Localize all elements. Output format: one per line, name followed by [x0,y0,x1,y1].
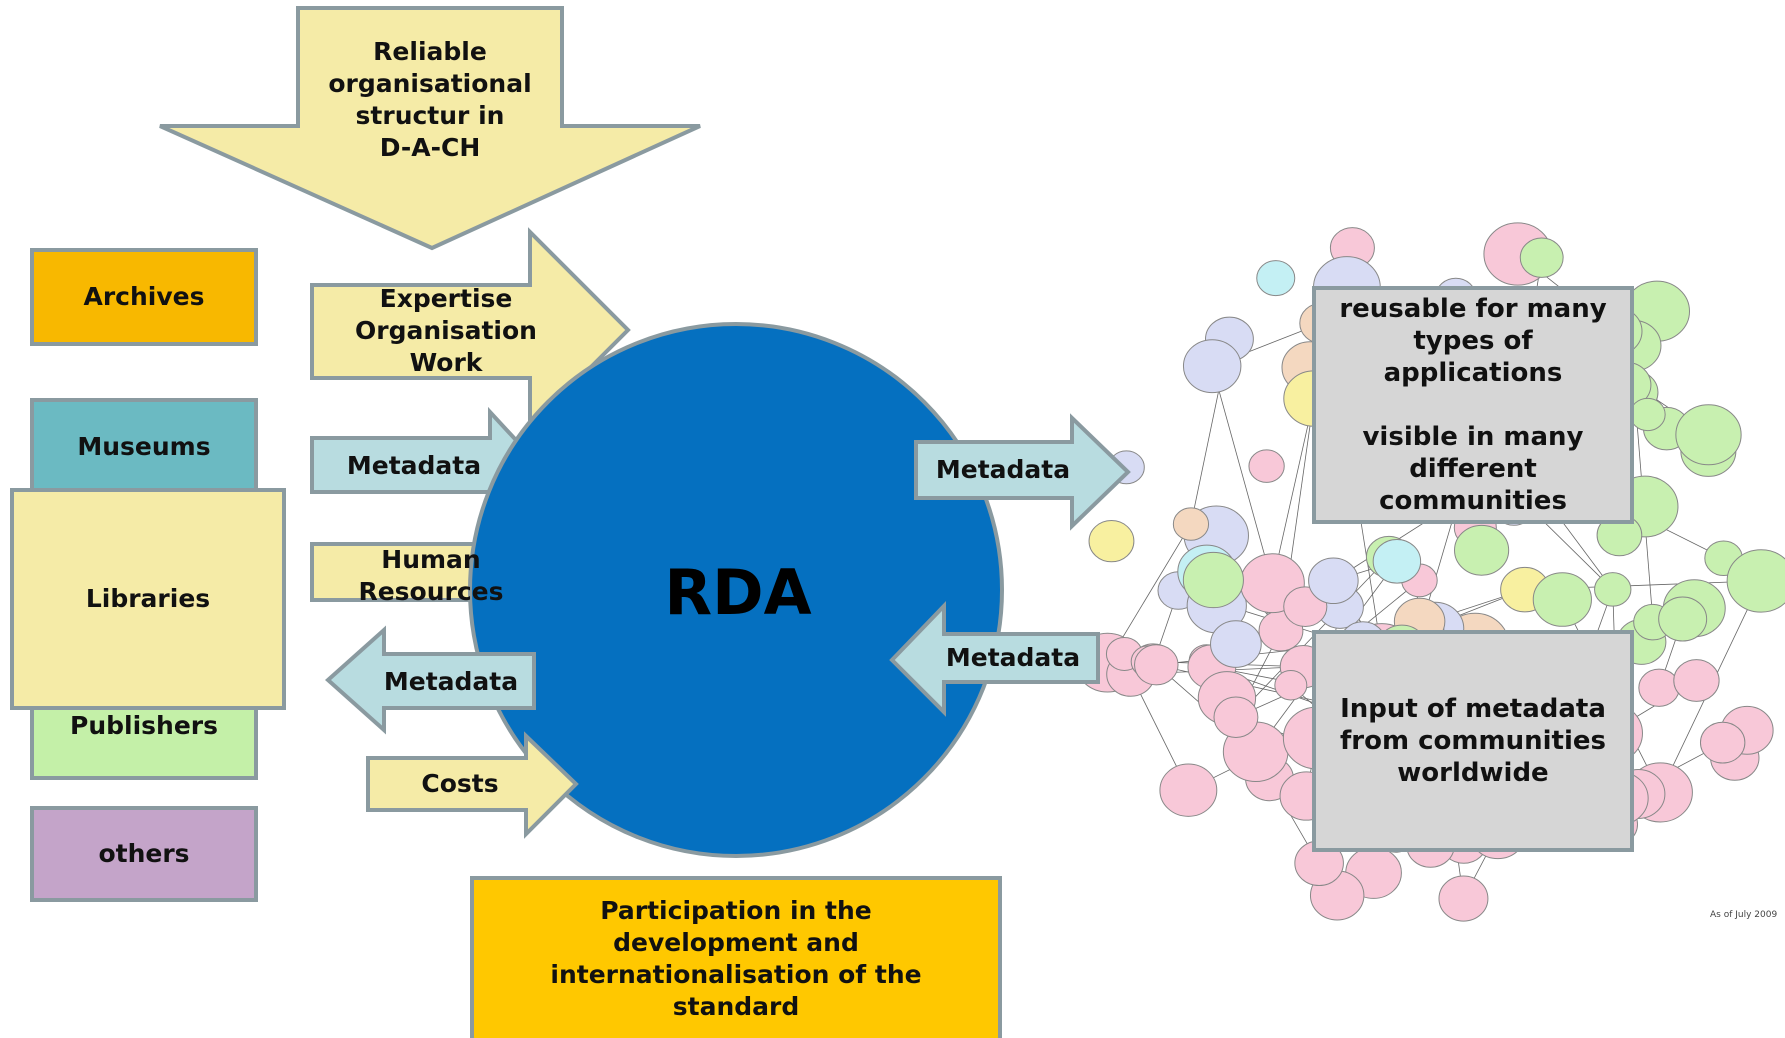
network-node [1638,668,1680,707]
participation-line: internationalisation of the [550,960,922,989]
top-arrow-line: Reliable [373,37,487,66]
rda-circle [468,322,1004,858]
human-resources-line: Resources [358,577,504,606]
participation-box: Participation in the development and int… [470,876,1002,1038]
metadata-in-label: Metadata [346,451,482,480]
archives-box: Archives [30,248,258,346]
expertise-line: Work [409,348,483,377]
network-node [1274,670,1308,701]
museums-box: Museums [30,398,258,496]
reusable-info-box: reusable for many types of applications … [1312,286,1634,524]
network-node [1454,524,1510,576]
network-node [1182,339,1242,394]
expertise-line: Organisation [355,316,537,345]
network-node [1210,620,1262,668]
network-node [1629,397,1666,432]
network-node [1675,404,1742,466]
network-node [1088,520,1135,563]
network-node [1182,551,1244,609]
network-node [1594,572,1632,607]
network-node [1673,659,1720,702]
network-node [1699,721,1746,764]
top-arrow-line: D-A-CH [379,133,481,162]
metadata-out-label: Metadata [383,667,519,696]
network-node [1519,237,1564,278]
network-node [1256,260,1296,297]
top-arrow-line: organisational [328,69,532,98]
network-node [1658,596,1708,642]
top-arrow-label: Reliable organisational structur in D-A-… [300,36,560,164]
network-node [1159,763,1218,817]
network-node [1134,644,1179,686]
others-box: others [30,806,258,902]
human-resources-label: Human Resources [318,542,544,610]
network-node [1213,696,1259,738]
network-edge [1211,366,1273,584]
network-node [1438,875,1489,922]
network-node [1248,449,1285,483]
network-credit: As of July 2009 [1710,910,1778,920]
expertise-label: Expertise Organisation Work [318,282,574,380]
network-node [1532,572,1592,627]
expertise-line: Expertise [379,284,513,313]
costs-arrow [366,731,579,839]
participation-line: standard [672,992,800,1021]
network-edge [1271,398,1315,584]
rda-label: RDA [664,556,812,629]
human-resources-line: Human [381,545,481,574]
participation-line: Participation in the [600,896,872,925]
network-node [1726,549,1785,613]
libraries-box: Libraries [10,488,286,710]
input-info-box: Input of metadata from communities world… [1312,630,1634,852]
metadata-right-in-label: Metadata [945,643,1081,672]
network-node [1308,557,1359,605]
metadata-right-out-label: Metadata [935,455,1071,484]
metadata-out-arrow [324,625,536,735]
metadata-right-in-arrow [889,601,1100,717]
costs-label: Costs [421,769,499,798]
network-node [1172,507,1210,541]
top-arrow-line: structur in [355,101,505,130]
metadata-right-out-arrow [914,413,1131,531]
participation-line: development and [613,928,859,957]
network-node [1372,539,1422,584]
top-down-arrow [159,6,701,251]
